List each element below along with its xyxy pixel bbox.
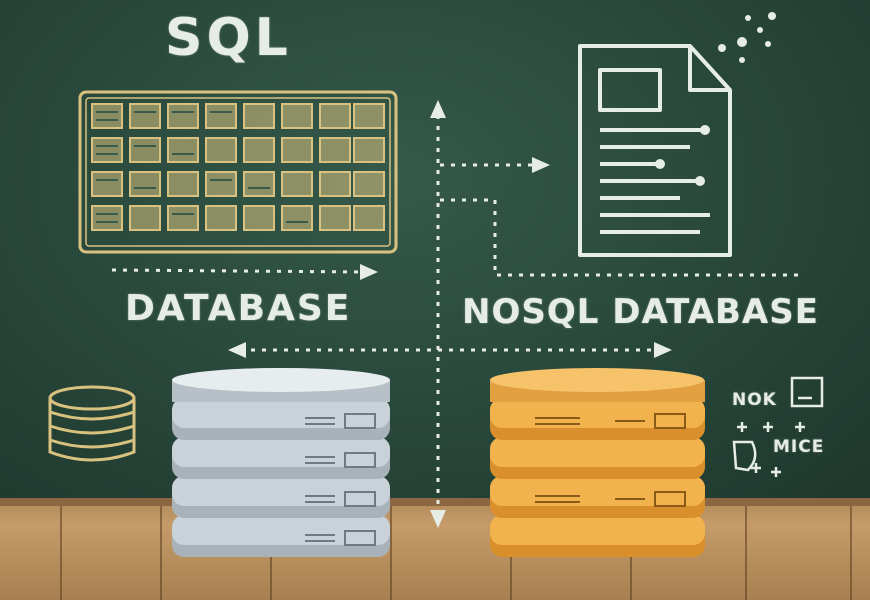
arrow-heads — [228, 100, 672, 528]
floor-rim — [0, 498, 870, 506]
document-icon — [578, 44, 732, 257]
chalk-dots — [718, 12, 776, 63]
nosql-server-stack-icon — [490, 368, 705, 557]
small-database-icon — [48, 385, 136, 462]
sql-table-icon — [78, 90, 398, 254]
nosql-database-label: NOSQL DATABASE — [462, 292, 819, 332]
side-label-nok: NOK — [732, 390, 777, 410]
sql-title: SQL — [165, 8, 292, 68]
chalk-arrows — [111, 115, 798, 520]
server-stack-icon — [172, 368, 390, 557]
database-label: DATABASE — [125, 288, 352, 329]
chalk-symbols — [732, 376, 824, 477]
side-label-mice: MICE — [773, 437, 825, 457]
